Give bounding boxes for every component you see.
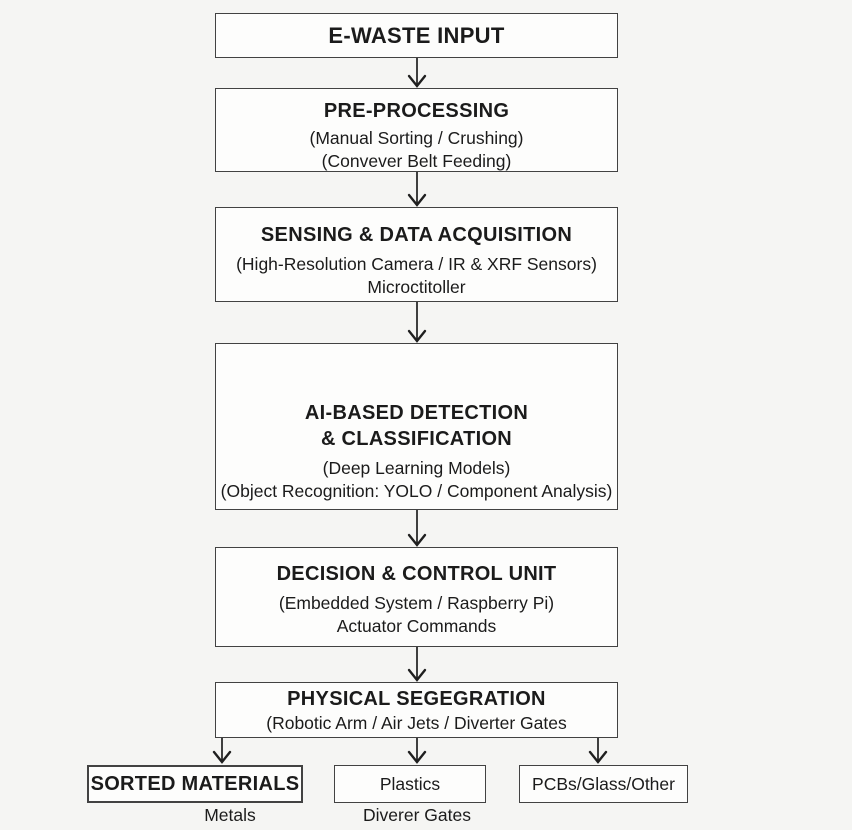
node-title: DECISION & CONTROL UNIT bbox=[276, 563, 557, 585]
arrow-down-icon bbox=[407, 647, 427, 682]
node-subtitle: (Object Recognition: YOLO / Component An… bbox=[220, 481, 613, 501]
flow-node-ewaste-input: E-WASTE INPUT bbox=[215, 13, 618, 58]
flow-node-sensing-data-acquisition: SENSING & DATA ACQUISITION (High-Resolut… bbox=[215, 207, 618, 302]
node-subtitle: (Manual Sorting / Crushing) bbox=[309, 128, 524, 148]
arrow-down-icon bbox=[407, 302, 427, 343]
arrow-down-icon bbox=[212, 738, 232, 764]
output-node-sorted-materials: SORTED MATERIALS bbox=[87, 765, 303, 803]
flow-node-decision-control-unit: DECISION & CONTROL UNIT (Embedded System… bbox=[215, 547, 618, 647]
node-title: PHYSICAL SEGEGRATION bbox=[287, 688, 546, 710]
node-subtitle: Microctitoller bbox=[367, 277, 466, 297]
node-subtitle: Actuator Commands bbox=[336, 616, 497, 636]
output-sublabel-metals: Metals bbox=[204, 805, 256, 825]
output-node-pcbs-glass-other: PCBs/Glass/Other bbox=[519, 765, 688, 803]
output-node-plastics: Plastics bbox=[334, 765, 486, 803]
node-title: E-WASTE INPUT bbox=[328, 22, 505, 48]
node-subtitle: (Deep Learning Models) bbox=[322, 458, 511, 478]
arrow-down-icon bbox=[588, 738, 608, 764]
node-subtitle: (Convever Belt Feeding) bbox=[321, 151, 512, 171]
flow-node-physical-segregation: PHYSICAL SEGEGRATION (Robotic Arm / Air … bbox=[215, 682, 618, 738]
node-title: PRE-PROCESSING bbox=[323, 100, 510, 122]
output-label: SORTED MATERIALS bbox=[90, 772, 300, 795]
output-sublabel-diverer-gates: Diverer Gates bbox=[363, 805, 471, 825]
flow-node-ai-detection-classification: AI-BASED DETECTION & CLASSIFICATION (Dee… bbox=[215, 343, 618, 510]
node-title: AI-BASED DETECTION & CLASSIFICATION bbox=[304, 402, 529, 450]
arrow-down-icon bbox=[407, 510, 427, 547]
node-subtitle: (High-Resolution Camera / IR & XRF Senso… bbox=[236, 254, 597, 274]
output-label: Plastics bbox=[379, 773, 441, 794]
arrow-down-icon bbox=[407, 172, 427, 207]
node-subtitle: (Robotic Arm / Air Jets / Diverter Gates bbox=[266, 713, 567, 733]
flow-node-pre-processing: PRE-PROCESSING (Manual Sorting / Crushin… bbox=[215, 88, 618, 172]
node-subtitle: (Embedded System / Raspberry Pi) bbox=[278, 593, 555, 613]
output-label: PCBs/Glass/Other bbox=[532, 773, 675, 794]
node-title: SENSING & DATA ACQUISITION bbox=[260, 224, 573, 246]
arrow-down-icon bbox=[407, 738, 427, 764]
arrow-down-icon bbox=[407, 58, 427, 88]
